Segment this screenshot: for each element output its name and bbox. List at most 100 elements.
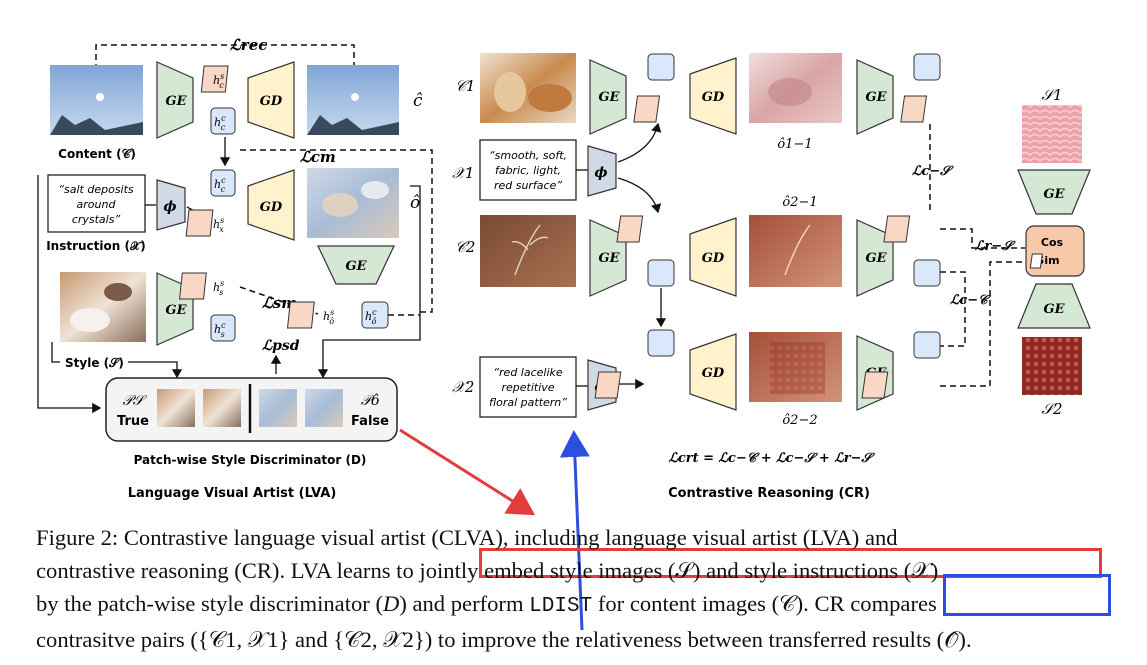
cr-encoder-c1 — [589, 59, 627, 135]
o21-label: ô2−1 — [782, 195, 817, 210]
cr-c1-style-feature — [633, 95, 661, 123]
cr-decoder-3 — [689, 333, 737, 411]
loss-crt-label: ℒcrt = ℒc−𝒞 + ℒc−𝒮 + ℒr−𝒮 — [668, 451, 875, 466]
decoder-block-lva1 — [247, 61, 295, 139]
feature-style-hsc — [200, 65, 229, 93]
style-label: Style (𝒮) — [65, 356, 124, 370]
o21-flower — [784, 224, 811, 276]
cr-encoder-o21-label: GE — [865, 251, 887, 266]
encoder-block-lva1 — [156, 61, 194, 139]
feature-style-hos — [286, 301, 315, 329]
instruction-line-2: around — [77, 198, 117, 211]
cr-o22-content-feature — [913, 331, 941, 359]
lva-title: Language Visual Artist (LVA) — [128, 486, 337, 501]
o22-label: ô2−2 — [782, 413, 817, 428]
cr-o11-content-feature — [913, 53, 941, 81]
feature-style-hxs — [185, 209, 214, 237]
figure-caption: Figure 2: Contrastive language visual ar… — [36, 521, 1126, 656]
cr-decoder-1 — [689, 57, 737, 135]
cr-o11-style-feature — [900, 95, 928, 123]
cr-o21-style-feature — [883, 215, 911, 243]
disc-title: Patch-wise Style Discriminator (D) — [134, 453, 367, 467]
x2-line-1: “red lacelike — [493, 366, 563, 379]
blue-highlight-box — [943, 574, 1111, 616]
cc-line — [940, 271, 966, 347]
caption-line-2: contrastive reasoning (CR). LVA learns t… — [36, 554, 1126, 587]
cos-sim-feature-icon — [1029, 253, 1043, 269]
arrow-instruction-to-disc — [37, 175, 102, 414]
c2-image — [480, 215, 576, 287]
cr-decoder-2-label: GD — [702, 251, 725, 266]
feature-content-hcc — [210, 107, 236, 135]
cr-c2-content-feature — [647, 259, 675, 287]
s1-label: 𝒮1 — [1041, 86, 1062, 104]
s2-label: 𝒮2 — [1041, 400, 1062, 418]
cr-panel: 𝒞1 GE GD ô1−1 GE ℒc−𝒮 𝒳1 “smooth, soft, … — [452, 53, 1091, 501]
o22-texture — [770, 342, 825, 394]
disc-patch-2 — [203, 389, 241, 427]
cr-x2-content-feature — [647, 329, 675, 357]
cr-encoder-c1-label: GE — [598, 90, 620, 105]
cr-title: Contrastive Reasoning (CR) — [668, 486, 870, 501]
sm-line — [239, 286, 319, 315]
recon-horizon — [307, 115, 399, 135]
s2-image — [1022, 337, 1082, 395]
x1-line-3: red surface” — [494, 179, 562, 192]
stylized-blob-2 — [361, 181, 389, 199]
c-hat-label: ĉ — [413, 91, 423, 111]
disc-patch-1 — [157, 389, 195, 427]
loss-psd-label: ℒpsd — [262, 338, 300, 354]
arrow-ohat-to-disc — [317, 185, 421, 379]
phi-block-lva — [156, 179, 186, 231]
caption-line-1: Figure 2: Contrastive language visual ar… — [36, 525, 898, 550]
arrow-x1-up — [617, 122, 662, 163]
caption-line-3d: CR compares — [814, 591, 937, 616]
cr-o21-content-feature — [913, 259, 941, 287]
discriminator-box — [105, 377, 398, 442]
cr-encoder-o11-label: GE — [865, 90, 887, 105]
encoder-block-lva-bottom — [317, 245, 395, 285]
c2-flower — [511, 224, 549, 276]
encoder-label-bottom: GE — [345, 259, 367, 274]
cr-encoder-s2-label: GE — [1043, 302, 1065, 317]
style-image — [60, 272, 146, 342]
caption-line-2a: contrastive reasoning (CR). LVA learns t… — [36, 558, 420, 583]
arrow-x1-down — [617, 177, 662, 214]
cr-c2-style-feature — [616, 215, 644, 243]
cr-encoder-o11 — [856, 59, 894, 135]
phi-block-x1 — [587, 145, 617, 197]
blue-annotation-arrow — [559, 430, 590, 631]
cr-encoder-s1 — [1017, 169, 1091, 215]
cr-c1-content-feature — [647, 53, 675, 81]
moon-shape-2 — [351, 93, 359, 101]
o11-label: ô1−1 — [777, 137, 812, 152]
instruction-box — [47, 174, 146, 233]
loss-sm-label: ℒsm — [262, 294, 297, 312]
caption-line-3c: for content images (𝒞). — [592, 591, 815, 616]
x1-line-1: “smooth, soft, — [489, 149, 567, 162]
content-horizon — [50, 115, 143, 135]
stylized-blob — [322, 193, 358, 217]
c2-label: 𝒞2 — [455, 238, 475, 256]
x2-line-2: repetitive — [501, 381, 554, 394]
arrow-style-to-disc — [128, 361, 183, 379]
cr-encoder-s2 — [1017, 283, 1091, 329]
feature-style-hss — [179, 272, 207, 300]
cr-decoder-2 — [689, 217, 737, 297]
disc-right-symbol: 𝒫ô — [361, 393, 380, 409]
x1-line-2: fabric, light, — [495, 164, 561, 177]
disc-right-label: False — [351, 414, 389, 429]
caption-line-3a: by the patch-wise style discriminator ( — [36, 591, 383, 616]
instruction-label: Instruction (𝒳) — [46, 239, 146, 253]
cr-x2-style-feature — [594, 371, 622, 399]
instruction-line-1: “salt deposits — [58, 183, 134, 196]
loss-cs-label: ℒc−𝒮 — [912, 164, 954, 179]
